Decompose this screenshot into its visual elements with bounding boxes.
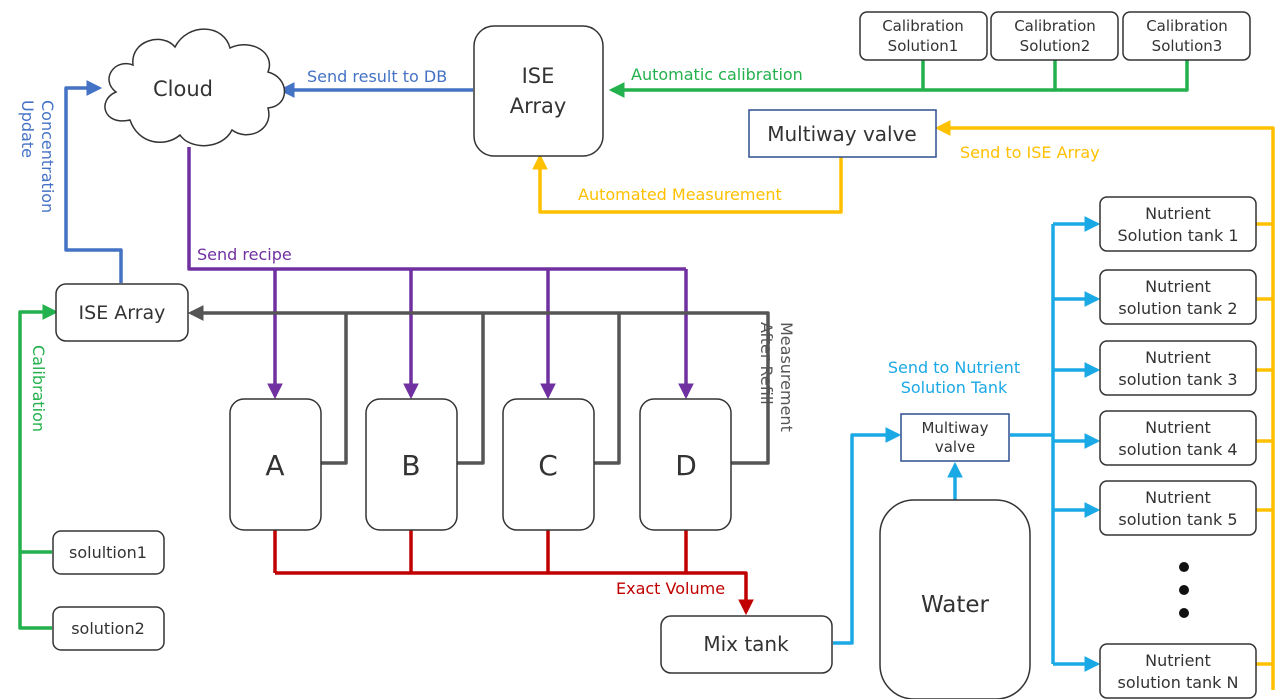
ntn-label-2: solution tank N [1118,673,1239,692]
c-return-line [594,313,621,465]
nt4-label-1: Nutrient [1145,418,1211,437]
calibration-arrow [18,312,55,630]
cal1-label-2: Solution1 [888,37,959,55]
b-return-line [457,313,485,465]
concentration-update-arrow [64,80,123,283]
ise-top-label-1: ISE [522,64,555,88]
connectors [18,60,1275,690]
calibration-label-text: Calibration [29,345,48,432]
multiway-small-label-1: Multiway [921,419,988,437]
send-nutrient-label-1: Send to Nutrient [888,358,1020,377]
multiway-top-label: Multiway valve [767,122,916,146]
mix-to-valve-arrow [833,427,902,645]
multiway-valve-top-node: Multiway valve [748,109,937,158]
tank-c-node: C [502,398,595,531]
measurement-after-refill-label: Measurement After Refill [757,322,796,432]
calibration-solution-3-node: Calibration Solution3 [1122,11,1251,61]
send-to-ise-label: Send to ISE Array [960,143,1100,162]
measurement-label-1: Measurement [777,322,796,432]
solution1-label: solultion1 [69,543,147,562]
cal3-label-2: Solution3 [1152,37,1223,55]
nt4-label-2: solution tank 4 [1118,440,1237,459]
cal1-label-1: Calibration [882,17,964,35]
nutrient-tank-2-node: Nutrient solution tank 2 [1099,269,1257,325]
tank-d-node: D [639,398,732,531]
tank-a-node: A [229,398,322,531]
exact-volume-arrow [275,571,754,616]
measurement-after-refill-arrow [187,305,770,465]
automatic-calibration-label: Automatic calibration [631,65,803,84]
ise-top-label-2: Array [510,94,567,118]
nt1-label-1: Nutrient [1145,204,1211,223]
nutrient-tank-3-node: Nutrient solution tank 3 [1099,340,1257,396]
ellipsis-dot [1179,608,1189,618]
nt3-label-2: solution tank 3 [1118,370,1237,389]
nt5-label-1: Nutrient [1145,488,1211,507]
ise-left-label: ISE Array [79,302,166,324]
send-result-label: Send result to DB [307,67,447,86]
nutrient-tank-5-node: Nutrient solution tank 5 [1099,480,1257,536]
calibration-solution-1-node: Calibration Solution1 [859,11,988,61]
a-return-line [321,313,348,465]
mix-tank-label: Mix tank [703,632,789,656]
nt3-label-1: Nutrient [1145,348,1211,367]
water-label: Water [921,592,990,618]
ellipsis-dot [1179,585,1189,595]
automatic-calibration-arrow [608,60,1189,98]
solution2-node: solution2 [52,606,165,651]
concentration-update-label: Concentration Update [18,100,57,213]
multiway-valve-small-node: Multiway valve [900,413,1010,462]
measurement-label-2: After Refill [757,322,776,405]
cal2-label-2: Solution2 [1020,37,1091,55]
calibration-solution-2-node: Calibration Solution2 [990,11,1119,61]
nt5-label-2: solution tank 5 [1118,510,1237,529]
nutrient-tank-4-node: Nutrient solution tank 4 [1099,410,1257,466]
ise-array-left-node: ISE Array [55,283,189,342]
nt2-label-2: solution tank 2 [1118,299,1237,318]
tank-d-label: D [675,449,697,482]
water-node: Water [879,499,1031,699]
ise-array-top-node: ISE Array [473,25,604,157]
automated-measurement-label: Automated Measurement [578,185,782,204]
send-to-ise-arrow [934,120,1275,690]
send-recipe-label: Send recipe [197,245,292,264]
ntn-label-1: Nutrient [1145,651,1211,670]
concentration-label-2: Update [18,100,37,158]
cloud-label: Cloud [153,77,213,101]
nt2-label-1: Nutrient [1145,277,1211,296]
concentration-label-1: Concentration [38,100,57,213]
send-nutrient-label-2: Solution Tank [901,378,1008,397]
cloud-node: Cloud [104,28,286,147]
calibration-label: Calibration [29,345,48,432]
mix-tank-node: Mix tank [660,615,833,674]
nt1-label-2: Solution tank 1 [1117,226,1238,245]
solution1-node: solultion1 [52,530,165,575]
tank-c-label: C [538,449,558,482]
nutrient-tank-1-node: Nutrient Solution tank 1 [1099,196,1257,252]
cal2-label-1: Calibration [1014,17,1096,35]
send-recipe-trunk [187,147,686,271]
tank-a-label: A [265,449,284,482]
automated-measurement-arrow [532,153,843,214]
exact-volume-label: Exact Volume [616,579,725,598]
cal3-label-1: Calibration [1146,17,1228,35]
multiway-small-label-2: valve [935,438,975,456]
cloud-shape [104,28,286,147]
nutrient-tank-n-node: Nutrient solution tank N [1099,643,1257,699]
ellipsis-dots [1179,562,1189,618]
tank-b-label: B [401,449,420,482]
ellipsis-dot [1179,562,1189,572]
tank-b-node: B [365,398,458,531]
solution2-label: solution2 [71,619,145,638]
